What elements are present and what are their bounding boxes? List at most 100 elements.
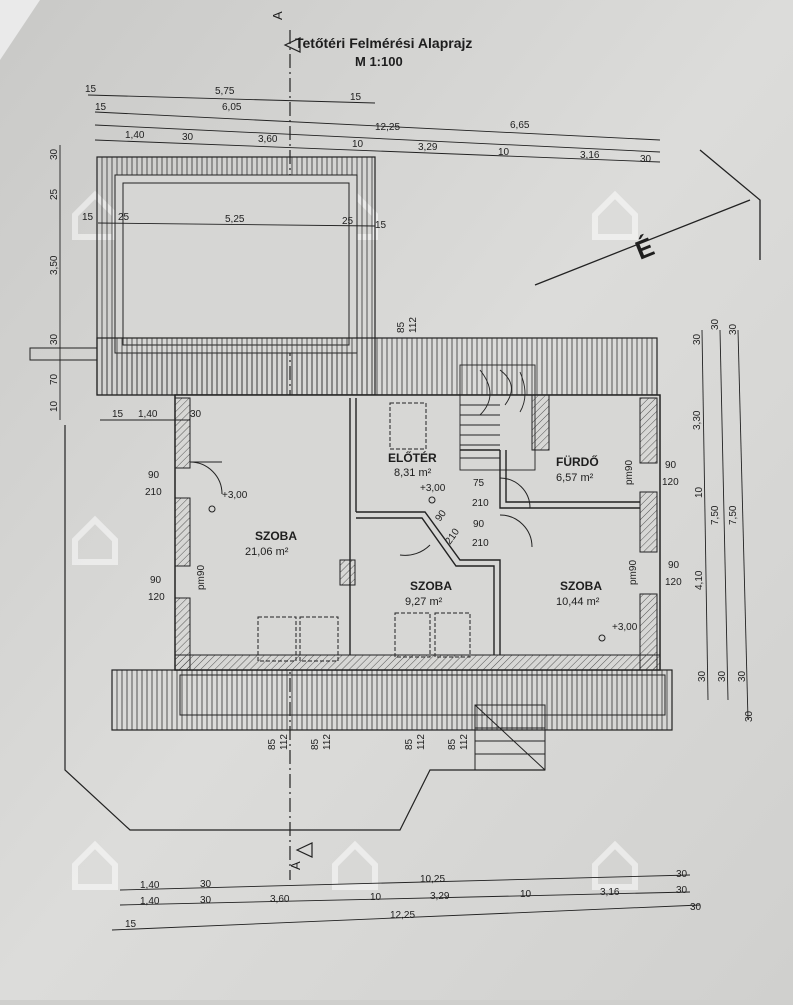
- dim: 5,25: [225, 214, 245, 225]
- dim: 30: [200, 895, 212, 906]
- dim: 25: [342, 216, 354, 227]
- bottom-dimensions: 1,40 30 10,25 30 1,40 30 3,60 10 3,29 10…: [125, 869, 702, 930]
- lintel: 85: [310, 738, 321, 750]
- room-name-szoba-2: SZOBA: [410, 579, 452, 593]
- window-width: 90: [150, 575, 162, 586]
- dim: 6,05: [222, 102, 242, 113]
- dim: 1,40: [140, 896, 160, 907]
- dim: 1,40: [138, 409, 158, 420]
- level-mark: +3,00: [420, 483, 446, 494]
- dimension-lines: [59, 94, 749, 931]
- dim: 30: [182, 132, 194, 143]
- opening-labels: 90 210 90 120 pm90 75 210 90 210 90 210 …: [145, 317, 682, 750]
- dim: 15: [112, 409, 124, 420]
- dim: 10: [49, 400, 60, 412]
- dim: 15: [375, 220, 387, 231]
- dim: 30: [744, 710, 755, 722]
- dim: 30: [728, 323, 739, 335]
- door-height: 210: [472, 538, 489, 549]
- room-area-szoba-3: 10,44 m²: [556, 596, 600, 608]
- door-height: 210: [145, 487, 162, 498]
- dim: 10: [498, 147, 510, 158]
- dim: 10: [520, 889, 532, 900]
- interior-walls: [349, 398, 640, 655]
- dim: 1,40: [125, 130, 145, 141]
- dim: 3,30: [692, 410, 703, 430]
- dim: 30: [676, 869, 688, 880]
- dim: 25: [118, 212, 130, 223]
- dim: 3,50: [49, 255, 60, 275]
- dim: 3,29: [430, 891, 450, 902]
- level-marker-icon: [208, 496, 606, 642]
- north-arrow-icon: [534, 149, 761, 286]
- paper-corner: [0, 0, 40, 60]
- plan-title: Tetőtéri Felmérési Alaprajz: [295, 35, 472, 51]
- watermark-logo-icon: [72, 840, 118, 890]
- watermark-logo-icon: [72, 515, 118, 565]
- dim: 10: [370, 892, 382, 903]
- window-height: 120: [665, 577, 682, 588]
- door-width: 90: [148, 470, 160, 481]
- window-width: 90: [668, 560, 680, 571]
- section-line-a: [283, 30, 313, 880]
- lintel: 85: [396, 321, 407, 333]
- right-dimensions: 30 30 30 3,30 10 7,50 7,50 4,10 30 30 30…: [692, 318, 755, 722]
- dim: 15: [85, 84, 97, 95]
- dim: 30: [710, 318, 721, 330]
- terrace-inner: [114, 174, 358, 354]
- roof-band-line: [179, 674, 666, 716]
- lintel: 112: [322, 734, 333, 750]
- room-name-eloter: ELŐTÉR: [388, 450, 437, 465]
- roof-band-top: [96, 337, 658, 396]
- room-name-szoba-1: SZOBA: [255, 529, 297, 543]
- dim: 30: [690, 902, 702, 913]
- dim: 15: [95, 102, 107, 113]
- parapet: pm90: [628, 560, 639, 585]
- dim: 4,10: [694, 570, 705, 590]
- dim: 12,25: [390, 910, 415, 921]
- section-label-bottom: A: [288, 861, 303, 870]
- lintel: 112: [279, 734, 290, 750]
- dim: 15: [82, 212, 94, 223]
- room-area-szoba-2: 9,27 m²: [405, 596, 443, 608]
- dim: 10: [694, 486, 705, 498]
- ground-outline: [64, 425, 545, 831]
- external-stair: [474, 704, 546, 771]
- door-width: 75: [473, 478, 485, 489]
- parapet: pm90: [624, 460, 635, 485]
- dim: 15: [350, 92, 362, 103]
- dim: 3,16: [580, 150, 600, 161]
- plan-scale: M 1:100: [355, 54, 403, 69]
- level-mark: +3,00: [222, 490, 248, 501]
- dim: 5,75: [215, 86, 235, 97]
- window-width: 90: [665, 460, 677, 471]
- window-height: 120: [148, 592, 165, 603]
- building-outline: [174, 394, 661, 671]
- room-name-szoba-3: SZOBA: [560, 579, 602, 593]
- dim: 7,50: [728, 505, 739, 525]
- watermark-logo-icon: [592, 190, 638, 240]
- dim: 30: [692, 333, 703, 345]
- lintel: 112: [408, 317, 419, 333]
- dim: 30: [676, 885, 688, 896]
- lintel: 85: [267, 738, 278, 750]
- room-area-szoba-1: 21,06 m²: [245, 546, 289, 558]
- lintel: 112: [459, 734, 470, 750]
- left-dimensions: 30 25 3,50 30 70 10 15 1,40 30: [49, 148, 202, 420]
- dim: 30: [640, 154, 652, 165]
- window-height: 120: [662, 477, 679, 488]
- internal-stair: [459, 364, 536, 471]
- dim: 10,25: [420, 874, 445, 885]
- roof-band-bottom: [111, 669, 673, 731]
- dim: 3,29: [418, 142, 438, 153]
- dim: 3,60: [270, 894, 290, 905]
- dim: 10: [352, 139, 364, 150]
- dim: 70: [49, 373, 60, 385]
- dim: 25: [49, 188, 60, 200]
- dim: 6,65: [510, 120, 530, 131]
- lintel: 85: [404, 738, 415, 750]
- skylights: [257, 402, 471, 662]
- dim: 12,25: [375, 122, 400, 133]
